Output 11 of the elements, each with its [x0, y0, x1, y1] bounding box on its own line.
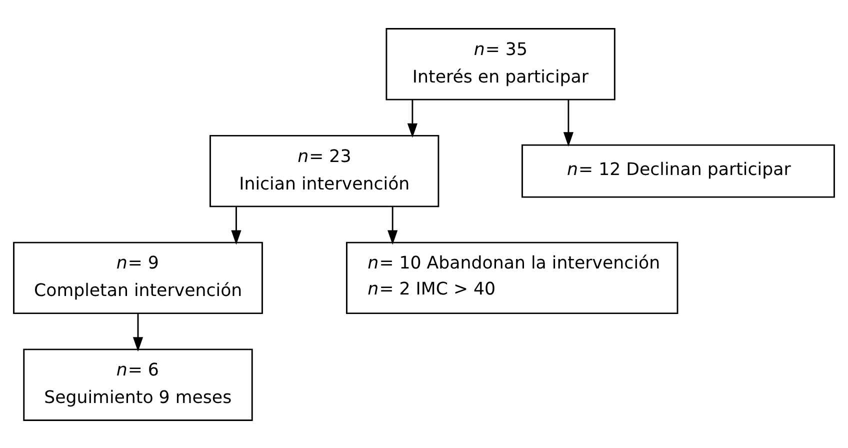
- arrow: [231, 206, 242, 244]
- node-box: n= 9 Completan intervención: [13, 241, 263, 314]
- arrow: [388, 206, 398, 244]
- arrow: [407, 99, 418, 138]
- node-box: n= 6 Seguimiento 9 meses: [23, 348, 253, 420]
- arrow: [132, 313, 144, 352]
- node-box: n= 10 Abandonan la intervención n= 2 IMC > 40: [346, 241, 678, 314]
- arrow: [563, 99, 574, 146]
- node-box: n= 12 Declinan participar: [522, 144, 835, 198]
- node-box: n= 35 Interés en participar: [386, 28, 616, 100]
- node-box: n= 23 Inician intervención: [210, 134, 440, 207]
